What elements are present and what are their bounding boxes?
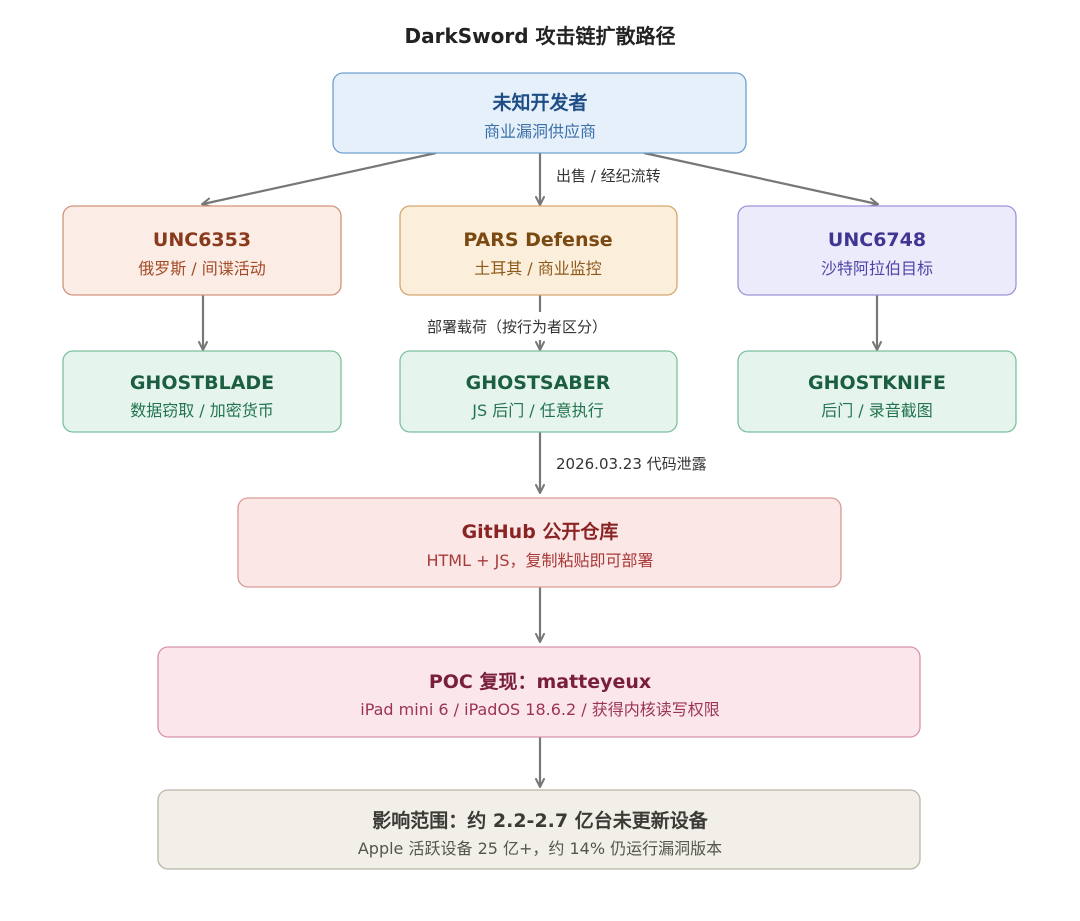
edge-label-sale: 出售 / 经纪流转 [556, 167, 661, 185]
edge-label-deploy-bg [420, 312, 652, 340]
node-impact-title: 影响范围：约 2.2-2.7 亿台未更新设备 [372, 809, 708, 832]
node-pars-title: PARS Defense [463, 229, 612, 251]
node-unc6353-title: UNC6353 [153, 229, 251, 251]
node-poc-subtitle: iPad mini 6 / iPadOS 18.6.2 / 获得内核读写权限 [360, 700, 720, 719]
node-developer-subtitle: 商业漏洞供应商 [484, 122, 596, 141]
node-pars: PARS Defense 土耳其 / 商业监控 [399, 205, 678, 296]
node-unc6748-box [737, 205, 1017, 296]
node-ghostsaber-subtitle: JS 后门 / 任意执行 [471, 401, 604, 420]
node-github-title: GitHub 公开仓库 [462, 520, 619, 543]
diagram-title: DarkSword 攻击链扩散路径 [404, 24, 675, 48]
node-pars-box [399, 205, 678, 296]
node-pars-subtitle: 土耳其 / 商业监控 [474, 259, 602, 278]
node-ghostblade: GHOSTBLADE 数据窃取 / 加密货币 [62, 350, 342, 433]
node-impact-subtitle: Apple 活跃设备 25 亿+，约 14% 仍运行漏洞版本 [358, 839, 722, 858]
node-unc6748: UNC6748 沙特阿拉伯目标 [737, 205, 1017, 296]
node-unc6748-subtitle: 沙特阿拉伯目标 [821, 259, 933, 278]
node-ghostblade-box [62, 350, 342, 433]
edge-developer-unc6353 [201, 151, 437, 208]
node-impact: 影响范围：约 2.2-2.7 亿台未更新设备 Apple 活跃设备 25 亿+，… [157, 789, 921, 870]
node-developer-box [332, 72, 747, 154]
node-ghostsaber: GHOSTSABER JS 后门 / 任意执行 [399, 350, 678, 433]
edge-label-leak: 2026.03.23 代码泄露 [556, 455, 707, 473]
node-poc-box [157, 646, 921, 738]
node-ghostsaber-title: GHOSTSABER [466, 372, 611, 394]
node-github-subtitle: HTML + JS，复制粘贴即可部署 [427, 551, 654, 570]
node-impact-box [157, 789, 921, 870]
node-ghostknife: GHOSTKNIFE 后门 / 录音截图 [737, 350, 1017, 433]
node-unc6353: UNC6353 俄罗斯 / 间谍活动 [62, 205, 342, 296]
node-unc6748-title: UNC6748 [828, 229, 926, 251]
edge-label-deploy: 部署载荷（按行为者区分） [427, 318, 607, 336]
node-ghostknife-title: GHOSTKNIFE [808, 372, 946, 394]
node-unc6353-box [62, 205, 342, 296]
node-developer-title: 未知开发者 [491, 91, 587, 114]
node-ghostknife-box [737, 350, 1017, 433]
node-ghostblade-title: GHOSTBLADE [130, 372, 274, 394]
node-github: GitHub 公开仓库 HTML + JS，复制粘贴即可部署 [237, 497, 842, 588]
node-unc6353-subtitle: 俄罗斯 / 间谍活动 [138, 259, 266, 278]
node-poc: POC 复现：matteyeux iPad mini 6 / iPadOS 18… [157, 646, 921, 738]
node-ghostblade-subtitle: 数据窃取 / 加密货币 [130, 401, 274, 420]
node-developer: 未知开发者 商业漏洞供应商 [332, 72, 747, 154]
node-poc-title: POC 复现：matteyeux [429, 670, 651, 693]
edge-developer-unc6748 [643, 151, 879, 208]
node-ghostknife-subtitle: 后门 / 录音截图 [821, 401, 933, 420]
node-github-box [237, 497, 842, 588]
node-ghostsaber-box [399, 350, 678, 433]
